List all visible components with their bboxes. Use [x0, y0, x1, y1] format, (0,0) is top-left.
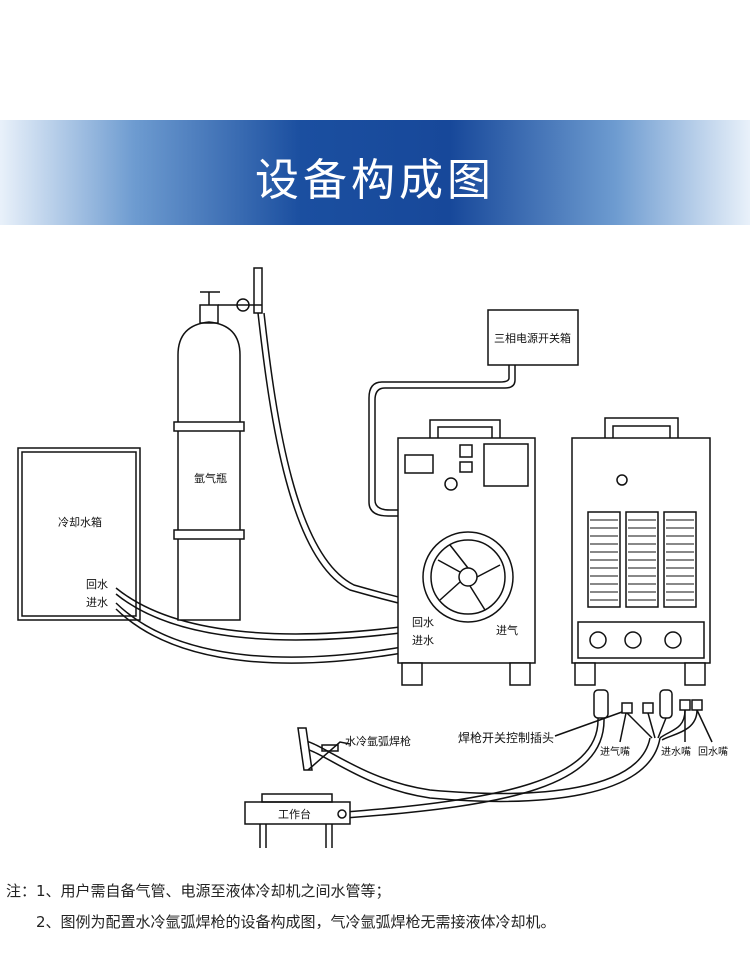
tank-inlet-label: 进水 [86, 596, 108, 609]
gas-cylinder: 氩气瓶 [173, 267, 263, 621]
water-out-nozzle-label: 回水嘴 [698, 746, 728, 758]
welding-torch: 水冷氩弧焊枪 [297, 727, 411, 771]
water-in-nozzle-label: 进水嘴 [661, 746, 691, 758]
workbench: 工作台 [244, 793, 351, 848]
workbench-label: 工作台 [278, 807, 311, 821]
note-2: 2、图例为配置水冷氩弧焊枪的设备构成图，气冷氩弧焊枪无需接液体冷却机。 [36, 913, 556, 931]
power-box-label: 三相电源开关箱 [494, 331, 571, 345]
water-tank-label: 冷却水箱 [58, 515, 102, 529]
tank-return-label: 回水 [86, 578, 108, 591]
welder-rear [571, 417, 711, 686]
welder-front: 回水 进水 进气 [397, 419, 536, 686]
torch-cables [299, 689, 713, 819]
gas-nozzle-label: 进气嘴 [600, 745, 630, 758]
machine-return-label: 回水 [412, 616, 434, 629]
title-banner: 设备构成图 [0, 120, 750, 225]
machine-inlet-label: 进水 [412, 634, 434, 647]
machine-gas-label: 进气 [496, 623, 518, 637]
note-1: 注：1、用户需自备气管、电源至液体冷却机之间水管等； [6, 882, 391, 900]
water-tank: 冷却水箱 回水 进水 [17, 447, 141, 621]
torch-plug-label: 焊枪开关控制插头 [458, 730, 554, 745]
gas-cylinder-label: 氩气瓶 [194, 471, 227, 485]
page-title: 设备构成图 [255, 155, 495, 206]
power-switch-box: 三相电源开关箱 [368, 309, 579, 517]
notes: 注：1、用户需自备气管、电源至液体冷却机之间水管等； 2、图例为配置水冷氩弧焊枪… [6, 876, 556, 938]
water-hoses [115, 587, 409, 664]
torch-label: 水冷氩弧焊枪 [345, 734, 411, 748]
